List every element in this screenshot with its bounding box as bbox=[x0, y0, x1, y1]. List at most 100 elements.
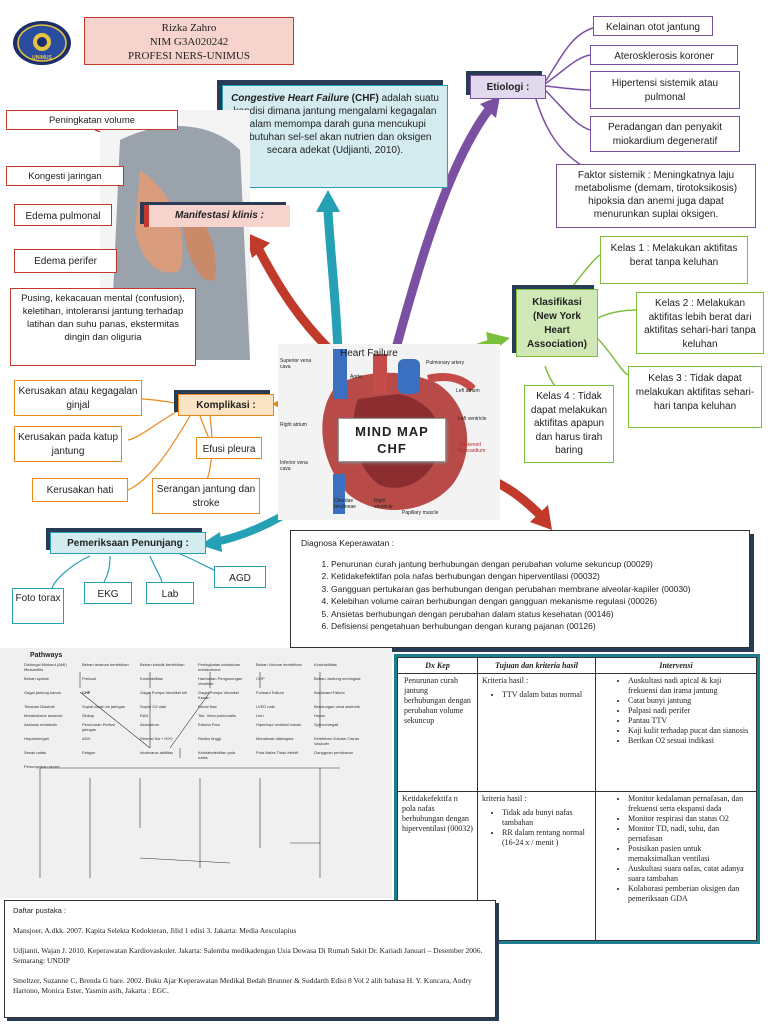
heart-label-chordae: Chordae tendineae bbox=[334, 498, 356, 510]
pathway-node: Ketidakefektifan pola nafas bbox=[198, 750, 236, 760]
author-program: PROFESI NERS-UNIMUS bbox=[128, 50, 250, 62]
mindmap-title-line2: CHF bbox=[377, 441, 407, 456]
diagnosa-item: Kelebihan volume cairan berhubungan deng… bbox=[331, 595, 739, 608]
komplikasi-label: Komplikasi : bbox=[178, 394, 274, 416]
table-header: Dx Kep bbox=[397, 657, 478, 674]
pemeriksaan-label: Pemeriksaan Penunjang : bbox=[50, 532, 206, 554]
pemeriksaan-item-2: Lab bbox=[146, 582, 194, 604]
pathway-node: Tekanan Diastole bbox=[24, 704, 55, 709]
intervensi-item: Auskultasi nadi apical & kaji frekuensi … bbox=[628, 676, 752, 696]
pathway-node: Beban Jantung meningkat bbox=[314, 676, 361, 681]
pathway-node: Renal flow bbox=[198, 704, 217, 709]
pathway-node: Kelebihan Volume Cairan Vaskuler bbox=[314, 736, 360, 746]
etiologi-label: Etiologi : bbox=[470, 75, 546, 99]
pathway-node: Disfungsi Miokard (AMI) Miokarditis bbox=[24, 662, 67, 672]
heart-title: Heart Failure bbox=[340, 348, 398, 359]
etiologi-item-1: Aterosklerosis koroner bbox=[590, 45, 738, 65]
pathway-node: Hepar bbox=[314, 713, 325, 718]
pathway-node: Kontraktilitas bbox=[140, 676, 163, 681]
unimus-logo: UNIMUS bbox=[12, 20, 72, 66]
pathway-node: Asidosis metabolik bbox=[24, 722, 58, 727]
pathway-node: Beban Volume berlebihan bbox=[256, 662, 302, 667]
pathway-node: Kontraktilitas bbox=[314, 662, 337, 667]
logo-text: UNIMUS bbox=[32, 55, 52, 61]
pathway-node: Suplai darah ke jaringan bbox=[82, 704, 126, 709]
komplikasi-item-3: Kerusakan hati bbox=[32, 478, 128, 502]
pustaka-item: Mansjoer, A.dkk. 2007. Kapita Selekta Ke… bbox=[13, 926, 297, 935]
pathway-node: Bendungan vena sistemik bbox=[314, 704, 360, 709]
heart-diagram: Heart Failure Superior vena cava Aorta P… bbox=[278, 344, 500, 520]
klasifikasi-item-0: Kelas 1 : Melakukan aktifitas berat tanp… bbox=[600, 236, 748, 284]
pathway-node: LVED naik bbox=[256, 704, 275, 709]
pathway-node: Hipertropi ventrikel kanan bbox=[256, 722, 302, 727]
mindmap-title-line1: MIND MAP bbox=[355, 424, 429, 439]
intervensi-item: Kaji kulit terhadap pucat dan sianosis bbox=[628, 726, 752, 736]
pathway-node: Beban systole bbox=[24, 676, 50, 681]
pemeriksaan-item-3: AGD bbox=[214, 566, 266, 588]
pathways-diagram: Pathways Disfungsi Miokard (AMI) Miokard… bbox=[0, 648, 392, 898]
pathway-node: ADH bbox=[82, 736, 91, 741]
pathway-node: Beban tekanan berlebihan bbox=[82, 662, 129, 667]
tujuan-label: Kriteria hasil : bbox=[482, 676, 529, 685]
pathway-node: Fatigue bbox=[82, 750, 96, 755]
pathway-node: CHF bbox=[82, 690, 91, 695]
intervensi-item: Catat bunyi jantung bbox=[628, 696, 752, 706]
komplikasi-item-1: Kerusakan pada katup jantung bbox=[14, 426, 122, 462]
intervention-table: Dx Kep Tujuan dan kriteria hasil Interve… bbox=[397, 657, 757, 941]
diagnosa-item: Ansietas berhubungan dengan perubahan da… bbox=[331, 608, 739, 621]
table-cell-intervensi: Monitor kedalaman pernafasan, dan frekue… bbox=[595, 791, 757, 941]
pathways-title: Pathways bbox=[30, 652, 63, 659]
table-row: Penurunan curah jantung berhubungan deng… bbox=[397, 673, 757, 792]
pathway-node: Splenomegali bbox=[314, 722, 339, 727]
table-header: Tujuan dan kriteria hasil bbox=[477, 657, 596, 674]
manifestasi-item-1: Kongesti jaringan bbox=[6, 166, 124, 186]
pathway-node: Resiko tinggi bbox=[198, 736, 221, 741]
intervensi-item: Berikan O2 sesuai indikasi bbox=[628, 736, 752, 746]
pathway-node: Gagal jantung kanan bbox=[24, 690, 61, 695]
etiologi-item-3: Peradangan dan penyakit miokardium degen… bbox=[590, 116, 740, 152]
klasifikasi-item-3: Kelas 4 : Tidak dapat melakukan aktifita… bbox=[524, 385, 614, 463]
intervensi-item: Monitor TD, nadi, suhu, dan pernafasan bbox=[628, 824, 752, 844]
pathway-node: Lien bbox=[256, 713, 264, 718]
definition-text: adalah suatu kondisi dimana jantung meng… bbox=[233, 93, 439, 156]
heart-label-aorta: Aorta bbox=[350, 374, 362, 380]
intervensi-item: Palpasi nadi perifer bbox=[628, 706, 752, 716]
manifestasi-item-2: Edema pulmonal bbox=[14, 204, 112, 226]
pathways-lines bbox=[39, 672, 340, 878]
diagnosa-item: Ketidakefektifan pola nafas berhubungan … bbox=[331, 570, 739, 583]
pathway-node: COP bbox=[256, 676, 265, 681]
komplikasi-item-2: Efusi pleura bbox=[196, 437, 262, 459]
pathway-node: Aldosteron bbox=[140, 722, 160, 727]
pathway-node: Penurunan Perfusi jaringan bbox=[82, 722, 116, 732]
arrow-etiologi bbox=[390, 105, 494, 354]
pathway-node: Backward Failure bbox=[314, 690, 345, 695]
arrow-manifestasi bbox=[254, 245, 334, 354]
diagnosa-item: Defisiensi pengetahuan berhubungan denga… bbox=[331, 620, 739, 633]
diagnosa-card: Diagnosa Keperawatan : Penurunan curah j… bbox=[290, 530, 750, 648]
pathway-node: Penumpukan secret bbox=[24, 764, 60, 769]
diagnosa-item: Penurunan curah jantung berhubungan deng… bbox=[331, 558, 739, 571]
etiologi-lines bbox=[534, 27, 594, 171]
heart-label-lv: Left ventricle bbox=[458, 416, 487, 422]
etiologi-item-0: Kelainan otot jantung bbox=[593, 16, 713, 36]
pustaka-item: Udjianti, Wajan J. 2010. Keperawatan Kar… bbox=[13, 946, 483, 965]
mindmap-title: MIND MAP CHF bbox=[338, 418, 446, 462]
heart-label-rv: Right ventricle bbox=[374, 498, 393, 510]
manifestasi-item-4: Pusing, kekacauan mental (confusion), ke… bbox=[10, 288, 196, 366]
intervensi-item: Auskultasi suara nafas, catat adanya sua… bbox=[628, 864, 752, 884]
pathway-node: Edema Paru bbox=[198, 722, 221, 727]
komplikasi-item-4: Serangan jantung dan stroke bbox=[152, 478, 260, 514]
tujuan-item: Tidak ada bunyi nafas tambahan bbox=[502, 808, 591, 828]
tujuan-label: kriteria hasil : bbox=[482, 794, 527, 803]
author-card: Rizka Zahro NIM G3A020242 PROFESI NERS-U… bbox=[84, 17, 294, 65]
pustaka-title: Daftar pustaka : bbox=[13, 906, 66, 915]
intervensi-item: Pantau TTV bbox=[628, 716, 752, 726]
intervensi-item: Monitor kedalaman pernafasan, dan frekue… bbox=[628, 794, 752, 814]
diagnosa-title: Diagnosa Keperawatan : bbox=[301, 538, 395, 548]
tujuan-item: RR dalam rentang normal (16-24 x / menit… bbox=[502, 828, 591, 848]
author-name: Rizka Zahro bbox=[161, 22, 217, 34]
table-header: Intervensi bbox=[595, 657, 757, 674]
table-cell-intervensi: Auskultasi nadi apical & kaji frekuensi … bbox=[595, 673, 757, 792]
heart-label-ra: Right atrium bbox=[280, 422, 307, 428]
diagnosa-item: Gangguan pertukaran gas berhubungan deng… bbox=[331, 583, 739, 596]
